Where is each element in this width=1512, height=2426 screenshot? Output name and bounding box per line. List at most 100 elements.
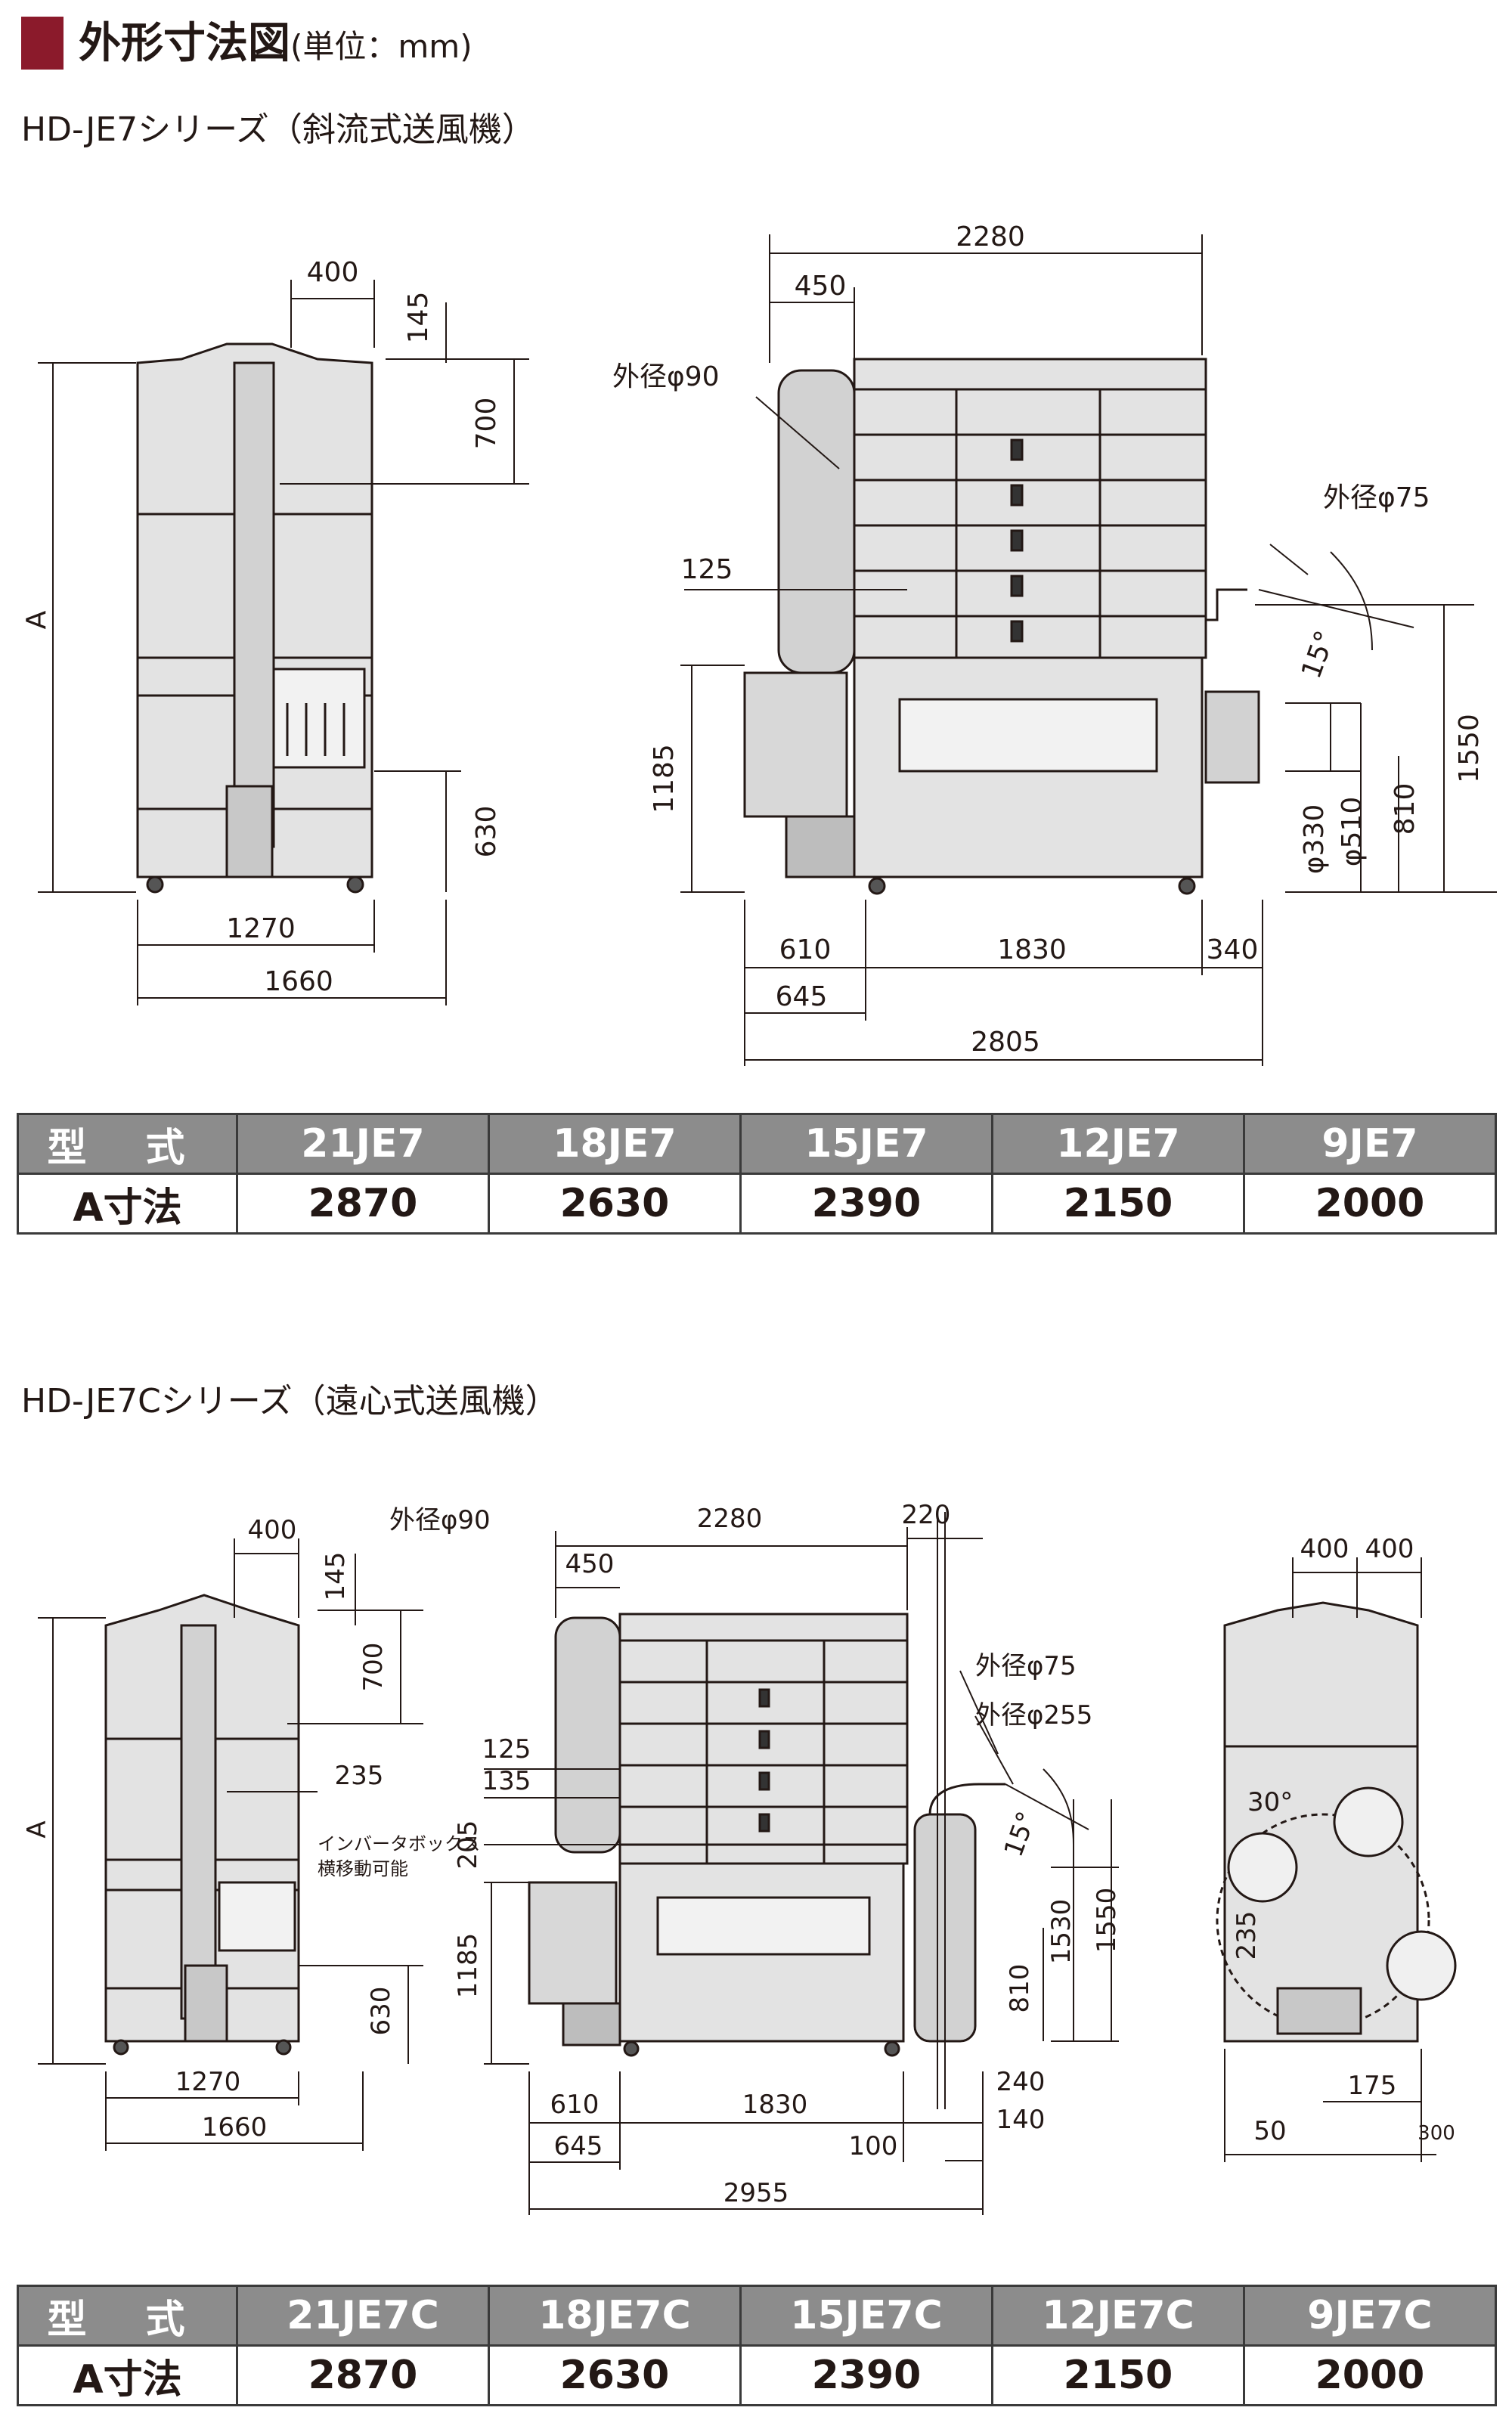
s2-outer-dia-255: 外径φ255 xyxy=(975,1700,1092,1730)
s1-dim-2280: 2280 xyxy=(956,222,1025,253)
s2-dim-205: 205 xyxy=(453,1820,483,1870)
s1-dim-400: 400 xyxy=(307,257,359,288)
s1-dim-450: 450 xyxy=(795,271,847,302)
s2-rear-dim-175: 175 xyxy=(1348,2071,1397,2101)
s1-phi-330: φ330 xyxy=(1299,804,1330,874)
s1-side-view xyxy=(743,358,1260,895)
value-cell: 2390 xyxy=(739,1173,993,1235)
table-row: A寸法 2870 2630 2390 2150 2000 xyxy=(17,2344,1497,2406)
value-cell: 2870 xyxy=(236,2344,490,2406)
model-cell: 18JE7 xyxy=(488,1113,742,1175)
s1-dim-645: 645 xyxy=(776,981,828,1012)
series2-title: HD-JE7Cシリーズ（遠心式送風機） xyxy=(21,1382,559,1421)
value-cell: 2150 xyxy=(991,2344,1245,2406)
row-label: A寸法 xyxy=(17,2344,238,2406)
s2-dim-235: 235 xyxy=(335,1761,384,1791)
series2-dimension-drawing: 400 145 700 A 235 インバータボックス 横移動可能 630 12… xyxy=(22,1500,1457,2215)
title-marker xyxy=(21,17,64,70)
s2-rear-dim-400b: 400 xyxy=(1365,1534,1414,1564)
s2-outer-dia-90: 外径φ90 xyxy=(389,1505,491,1535)
s2-side-view xyxy=(528,1613,1005,2057)
s2-angle-15: 15° xyxy=(999,1808,1043,1861)
s2-rear-dim-400a: 400 xyxy=(1300,1534,1349,1564)
s2-outer-dia-75: 外径φ75 xyxy=(975,1651,1077,1681)
series2-spec-table: 型 式 21JE7C 18JE7C 15JE7C 12JE7C 9JE7C A寸… xyxy=(17,2285,1497,2406)
s1-dim-1550: 1550 xyxy=(1454,714,1485,783)
table-header-label: 型 式 xyxy=(17,2285,238,2347)
s2-front-view xyxy=(104,1594,300,2056)
table-header-label: 型 式 xyxy=(17,1113,238,1175)
row-label: A寸法 xyxy=(17,1173,238,1235)
model-cell: 9JE7 xyxy=(1243,1113,1497,1175)
s1-dim-700: 700 xyxy=(471,398,502,450)
s1-dim-2805: 2805 xyxy=(971,1027,1040,1058)
table-header-row: 型 式 21JE7C 18JE7C 15JE7C 12JE7C 9JE7C xyxy=(17,2285,1497,2347)
s1-dim-630: 630 xyxy=(471,806,502,858)
model-cell: 12JE7 xyxy=(991,1113,1245,1175)
value-cell: 2000 xyxy=(1243,2344,1497,2406)
s2-dim-135: 135 xyxy=(482,1766,531,1796)
model-cell: 9JE7C xyxy=(1243,2285,1497,2347)
value-cell: 2000 xyxy=(1243,1173,1497,1235)
s2-rear-angle-30: 30° xyxy=(1247,1787,1293,1817)
s2-dim-630: 630 xyxy=(366,1987,396,2036)
s1-dim-A: A xyxy=(21,610,52,629)
model-cell: 15JE7 xyxy=(739,1113,993,1175)
s2-dim-400: 400 xyxy=(248,1515,297,1545)
s1-dim-1185: 1185 xyxy=(649,744,680,813)
s1-outer-dia-90: 外径φ90 xyxy=(612,361,720,392)
s1-dim-1660: 1660 xyxy=(264,966,333,997)
s1-dim-145: 145 xyxy=(403,292,434,344)
s2-dim-A: A xyxy=(22,1820,52,1838)
s1-dim-1270: 1270 xyxy=(226,913,296,944)
s1-front-view xyxy=(136,342,373,894)
table-row: A寸法 2870 2630 2390 2150 2000 xyxy=(17,1173,1497,1235)
model-cell: 18JE7C xyxy=(488,2285,742,2347)
s1-outer-dia-75: 外径φ75 xyxy=(1323,482,1430,513)
s1-dim-125: 125 xyxy=(681,554,733,585)
s1-dim-1830: 1830 xyxy=(997,934,1067,965)
value-cell: 2630 xyxy=(488,1173,742,1235)
series1-dimension-drawing: 400 145 700 A 630 1270 1660 2280 450 外径φ… xyxy=(21,222,1497,1066)
s2-dim-145: 145 xyxy=(321,1552,351,1601)
series1-title: HD-JE7シリーズ（斜流式送風機） xyxy=(21,110,535,149)
s2-dim-1185: 1185 xyxy=(453,1933,483,1999)
series1-spec-table: 型 式 21JE7 18JE7 15JE7 12JE7 9JE7 A寸法 287… xyxy=(17,1113,1497,1235)
s2-dim-140: 140 xyxy=(996,2105,1046,2135)
s1-dim-810: 810 xyxy=(1390,783,1421,835)
value-cell: 2150 xyxy=(991,1173,1245,1235)
s2-rear-view xyxy=(1216,1601,1457,2043)
s2-inverter-note-2: 横移動可能 xyxy=(318,1858,408,1879)
page-title-unit: (単位：mm) xyxy=(290,28,472,65)
s2-dim-810: 810 xyxy=(1005,1964,1035,2013)
s2-dim-2280: 2280 xyxy=(697,1504,763,1534)
page-title-text: 外形寸法図 xyxy=(79,19,290,68)
s2-rear-dim-300: 300 xyxy=(1418,2122,1455,2145)
s2-rear-dim-235: 235 xyxy=(1232,1911,1262,1960)
model-cell: 21JE7C xyxy=(236,2285,490,2347)
model-cell: 15JE7C xyxy=(739,2285,993,2347)
s2-dim-645: 645 xyxy=(554,2131,603,2161)
value-cell: 2870 xyxy=(236,1173,490,1235)
s1-dim-610: 610 xyxy=(779,934,832,965)
value-cell: 2630 xyxy=(488,2344,742,2406)
model-cell: 21JE7 xyxy=(236,1113,490,1175)
s1-phi-510: φ510 xyxy=(1337,797,1368,866)
value-cell: 2390 xyxy=(739,2344,993,2406)
s2-rear-dim-50: 50 xyxy=(1253,2116,1286,2146)
table-header-row: 型 式 21JE7 18JE7 15JE7 12JE7 9JE7 xyxy=(17,1113,1497,1175)
s1-angle-15: 15° xyxy=(1296,627,1341,683)
s2-dim-1550: 1550 xyxy=(1092,1888,1122,1954)
s2-dim-700: 700 xyxy=(358,1643,389,1692)
s2-dim-100: 100 xyxy=(849,2131,898,2161)
model-cell: 12JE7C xyxy=(991,2285,1245,2347)
s2-dim-240: 240 xyxy=(996,2067,1046,2097)
s2-dim-220: 220 xyxy=(902,1500,951,1530)
page-title: 外形寸法図(単位：mm) xyxy=(79,15,472,76)
s2-dim-450: 450 xyxy=(565,1549,615,1579)
s2-dim-1830: 1830 xyxy=(742,2090,808,2120)
s2-dim-610: 610 xyxy=(550,2090,600,2120)
s2-dim-2955: 2955 xyxy=(723,2178,789,2208)
s2-dim-1270: 1270 xyxy=(175,2067,241,2097)
s2-dim-125: 125 xyxy=(482,1734,531,1765)
